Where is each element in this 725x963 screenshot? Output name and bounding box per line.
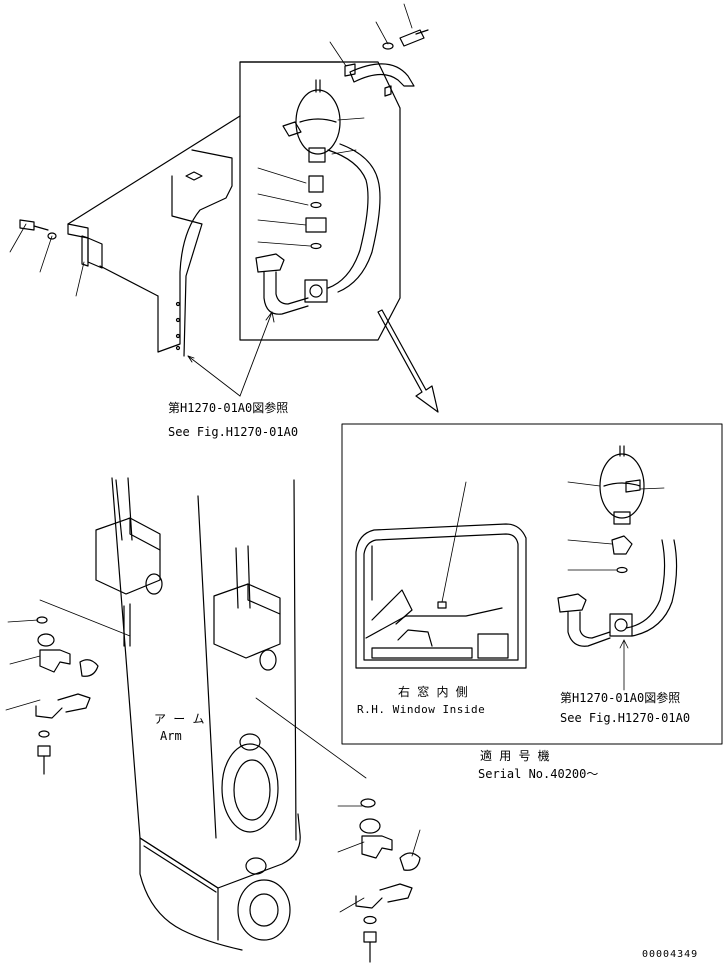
left-fitting-leaders xyxy=(5,619,41,711)
serial-label-en: Serial No.40200～ xyxy=(478,767,599,781)
window-label-ja: 右 窓 内 側 xyxy=(398,685,468,699)
grease-block-right xyxy=(213,545,281,671)
inset-ref-en: See Fig.H1270-01A0 xyxy=(560,711,691,725)
serial-label-ja: 適 用 号 機 xyxy=(480,749,550,763)
upper-ref-ja: 第H1270-01A0図参照 xyxy=(168,401,289,415)
leader-bracket-bottom xyxy=(99,265,159,297)
hose-assembly xyxy=(255,143,381,315)
clamp-band xyxy=(344,63,415,97)
leader-lines-upper xyxy=(9,3,413,297)
leader-lines-inset xyxy=(567,481,665,691)
top-bolt xyxy=(382,29,429,50)
accumulator xyxy=(282,79,341,163)
bracket-clamp xyxy=(67,223,103,269)
window-label-en: R.H. Window Inside xyxy=(357,703,486,716)
arm-label-ja: ア ー ム xyxy=(154,712,205,726)
fittings xyxy=(305,175,327,250)
left-fitting-set xyxy=(35,616,99,775)
inset-frame xyxy=(341,423,723,745)
upper-ref-en: See Fig.H1270-01A0 xyxy=(168,425,299,439)
inset-accumulator xyxy=(599,445,645,525)
drawing-number: 00004349 xyxy=(642,949,699,960)
mounting-bracket xyxy=(157,149,233,357)
right-fitting-leaders xyxy=(337,805,421,913)
upper-group-frame xyxy=(239,61,401,341)
inset-fitting xyxy=(611,535,633,574)
right-fitting-set xyxy=(355,798,421,963)
grease-block-left xyxy=(95,477,163,647)
bracket-bolt xyxy=(19,219,57,240)
arm-leaders xyxy=(39,599,367,779)
inset-ref-ja: 第H1270-01A0図参照 xyxy=(560,691,681,705)
inset-hose xyxy=(557,539,678,647)
cab-window xyxy=(355,523,527,669)
leader-bracket-top xyxy=(67,115,241,225)
leader-window xyxy=(441,481,467,603)
arm-structure xyxy=(111,477,301,951)
big-arrow-to-inset xyxy=(377,309,439,413)
arm-label-en: Arm xyxy=(160,729,182,743)
reference-arrows-upper xyxy=(187,311,275,397)
